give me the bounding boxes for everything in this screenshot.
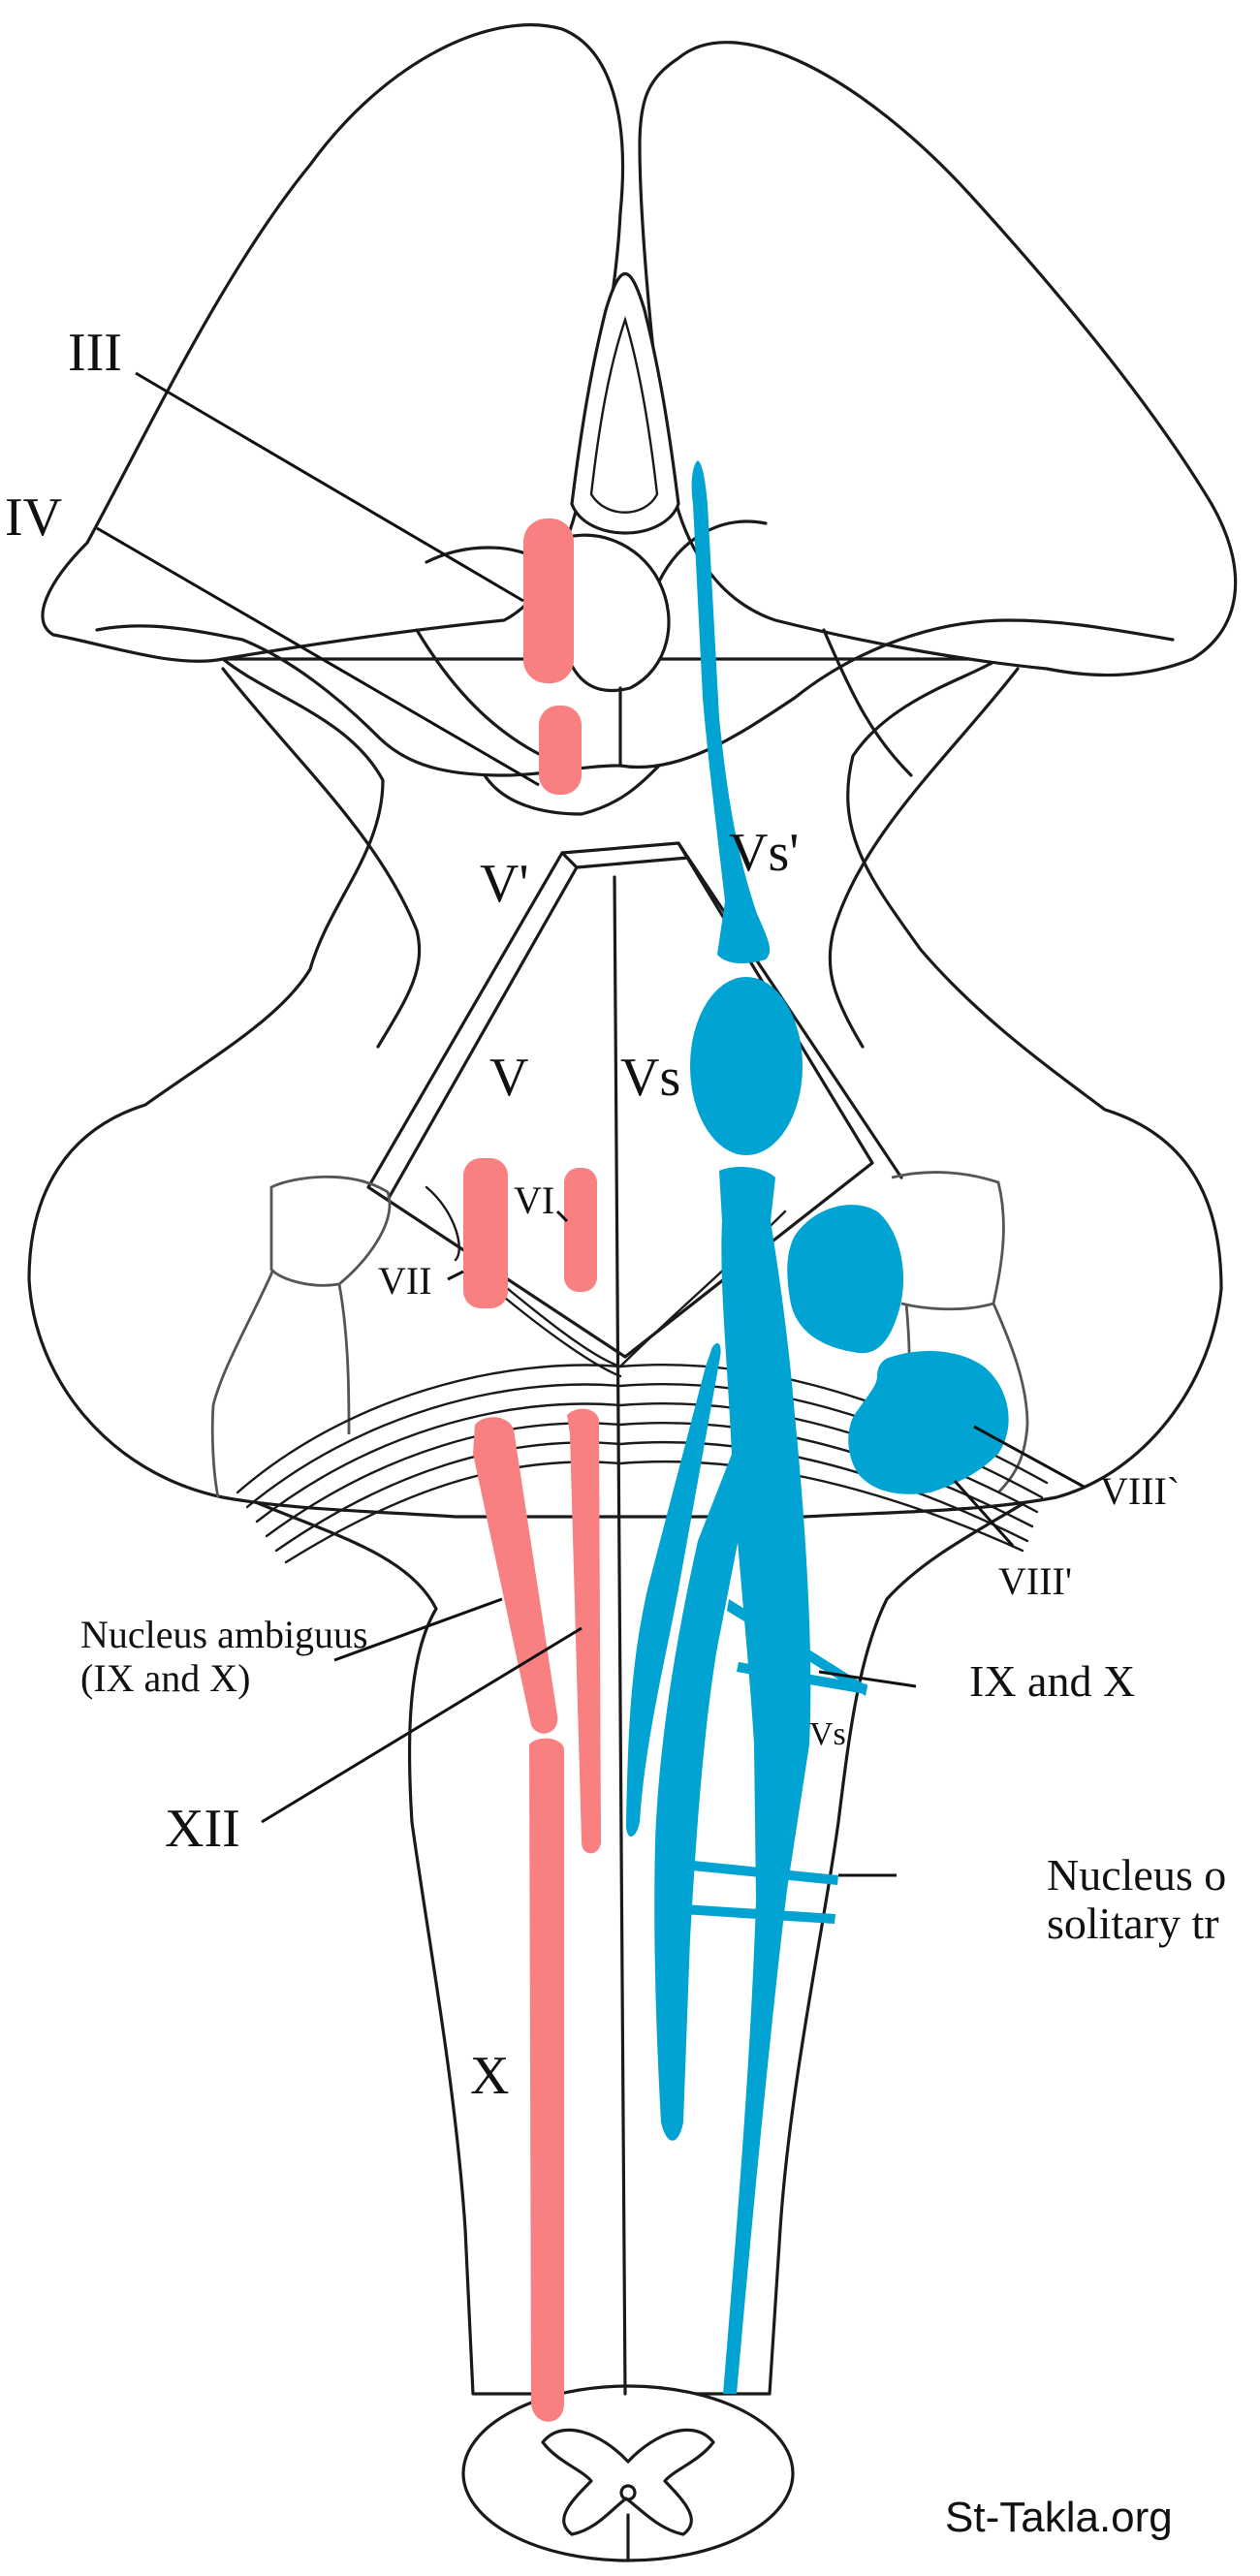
sensory-nuclei xyxy=(625,460,1009,2394)
nucleus-XII xyxy=(567,1408,601,1854)
label-IX-and-X: IX and X xyxy=(969,1656,1135,1706)
spinal-cord-section xyxy=(461,2384,795,2562)
nucleus-III xyxy=(523,518,574,683)
vs-prime-tract xyxy=(691,460,771,964)
label-V: V xyxy=(489,1048,528,1108)
nucleus-VIII-vestibular xyxy=(787,1205,904,1354)
credit-watermark: St-Takla.org xyxy=(945,2494,1173,2541)
label-Vs-prime: Vs' xyxy=(729,823,799,883)
left-colliculus-lobe xyxy=(41,23,625,663)
pons-outline xyxy=(27,657,1223,1519)
label-VI: VI xyxy=(514,1178,554,1222)
vs-main-sensory xyxy=(690,977,803,1155)
nucleus-X xyxy=(529,1738,564,2422)
label-Vs-small: Vs xyxy=(809,1716,846,1752)
label-X: X xyxy=(470,2046,509,2106)
right-colliculus-lobe xyxy=(638,41,1238,677)
label-VIII-grave: VIII` xyxy=(1100,1469,1180,1513)
solitary-nucleus-upper xyxy=(625,1342,721,1837)
label-Vs: Vs xyxy=(620,1048,680,1108)
leader-lines xyxy=(96,371,1087,1877)
nucleus-VII xyxy=(463,1158,508,1308)
label-VIII-prime: VIII' xyxy=(998,1559,1072,1603)
label-IV: IV xyxy=(5,487,62,548)
labels: III IV V' V Vs' Vs VI VII VIII` VIII' Nu… xyxy=(5,323,1226,2106)
label-III: III xyxy=(68,323,122,383)
midline xyxy=(613,875,627,2396)
solitary-nucleus-lower xyxy=(654,1421,760,2141)
label-V-prime: V' xyxy=(480,854,529,914)
nucleus-IV xyxy=(539,706,582,795)
nucleus-VIII-cochlear xyxy=(848,1351,1009,1494)
label-XII: XII xyxy=(165,1799,240,1859)
label-nucleus-ambiguus-1: Nucleus ambiguus xyxy=(80,1613,368,1656)
label-solitary-2: solitary tr xyxy=(1047,1899,1219,1948)
label-solitary-1: Nucleus o xyxy=(1047,1850,1226,1900)
pineal-notch xyxy=(570,272,680,535)
central-canal xyxy=(619,2484,637,2501)
nucleus-VI xyxy=(564,1168,597,1292)
label-nucleus-ambiguus-2: (IX and X) xyxy=(80,1656,251,1700)
ix-x-fibers xyxy=(727,1599,867,1696)
label-VII: VII xyxy=(378,1259,432,1303)
brainstem-outline xyxy=(27,23,1238,2562)
